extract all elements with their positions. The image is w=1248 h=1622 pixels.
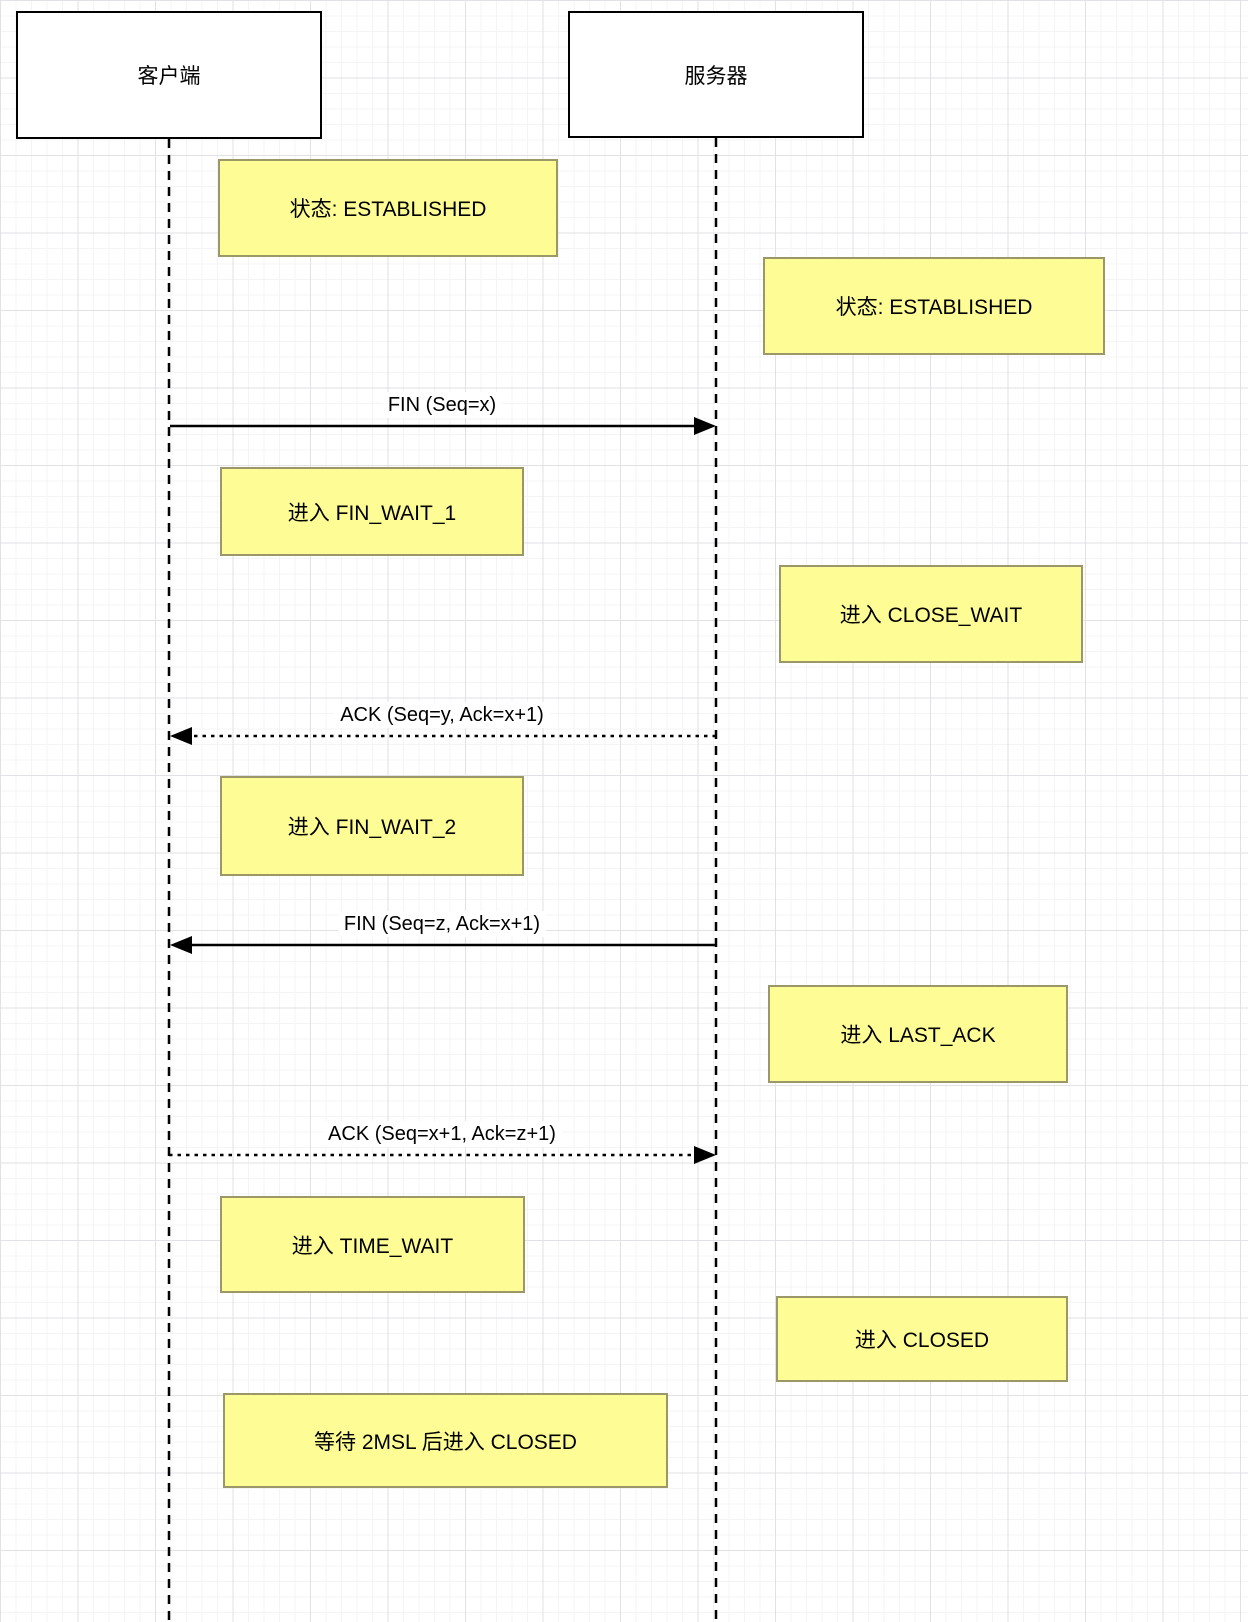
message-label-ack-seq-y: ACK (Seq=y, Ack=x+1) (334, 702, 550, 728)
note-server-closed: 进入 CLOSED (776, 1296, 1068, 1382)
message-label-ack-seq-x1: ACK (Seq=x+1, Ack=z+1) (322, 1121, 562, 1147)
note-server-established: 状态: ESTABLISHED (763, 257, 1105, 355)
arrow-ack-seq-x1 (169, 1146, 716, 1164)
actor-server-label: 服务器 (684, 64, 748, 88)
note-client-established: 状态: ESTABLISHED (218, 159, 558, 257)
note-fin-wait-1: 进入 FIN_WAIT_1 (220, 467, 524, 556)
actor-client: 客户端 (16, 11, 322, 139)
note-fin-wait-2: 进入 FIN_WAIT_2 (220, 776, 524, 876)
arrow-ack-seq-y (170, 727, 716, 745)
note-2msl-closed: 等待 2MSL 后进入 CLOSED (223, 1393, 668, 1488)
actor-server: 服务器 (568, 11, 864, 138)
note-close-wait: 进入 CLOSE_WAIT (779, 565, 1083, 663)
note-last-ack: 进入 LAST_ACK (768, 985, 1068, 1083)
message-label-fin-seq-z: FIN (Seq=z, Ack=x+1) (337, 911, 547, 937)
arrow-fin-seq-x (170, 417, 716, 435)
message-label-fin-seq-x: FIN (Seq=x) (381, 392, 503, 418)
note-time-wait: 进入 TIME_WAIT (220, 1196, 525, 1293)
actor-client-label: 客户端 (137, 65, 201, 88)
arrow-fin-seq-z (170, 936, 716, 954)
